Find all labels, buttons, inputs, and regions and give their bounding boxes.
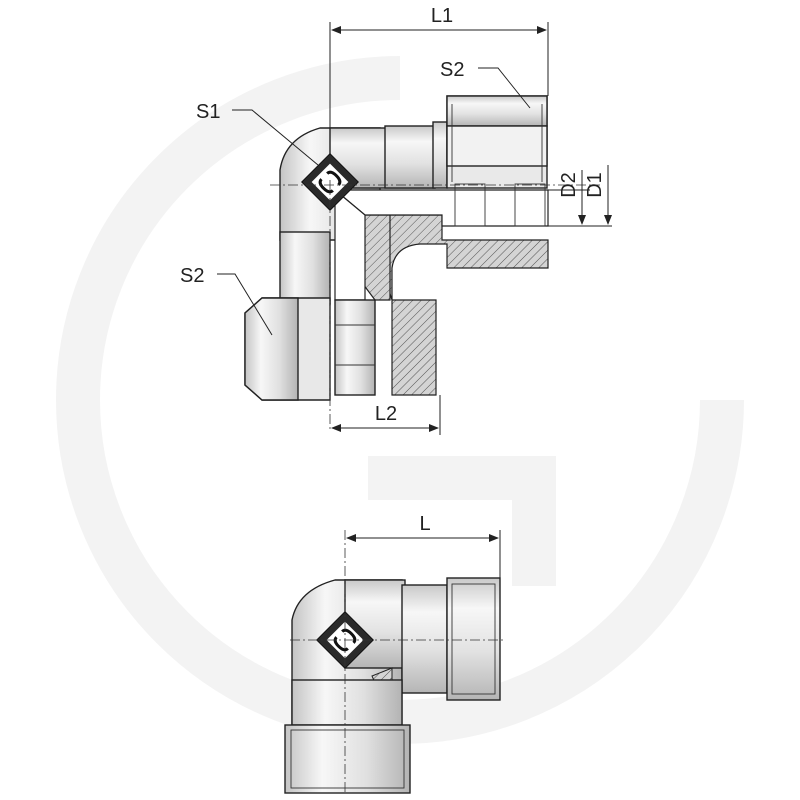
top-elbow-fitting [244,95,549,401]
top-hex-nut [446,95,548,189]
left-hex-nut [244,297,331,401]
label-s2-left: S2 [180,265,204,287]
bottom-elbow-fitting [284,577,501,794]
dimension-l: L [346,513,501,578]
label-d2: D2 [558,172,580,198]
leader-s2-top: S2 [440,59,531,109]
bottom-center-lines [290,530,505,795]
label-s2-top: S2 [440,59,464,81]
label-d1: D1 [584,172,606,198]
label-l2: L2 [375,403,397,425]
leader-s2-left: S2 [180,265,273,336]
label-l: L [419,513,430,535]
dimension-d2-d1: D2 D1 [548,165,612,227]
dimension-l2: L2 [331,395,441,435]
top-center-lines [270,180,600,432]
dimension-l1: L1 [329,5,549,130]
watermark-logo [56,56,744,744]
label-l1: L1 [431,5,453,27]
label-s1: S1 [196,101,220,123]
leader-s1: S1 [196,101,319,166]
